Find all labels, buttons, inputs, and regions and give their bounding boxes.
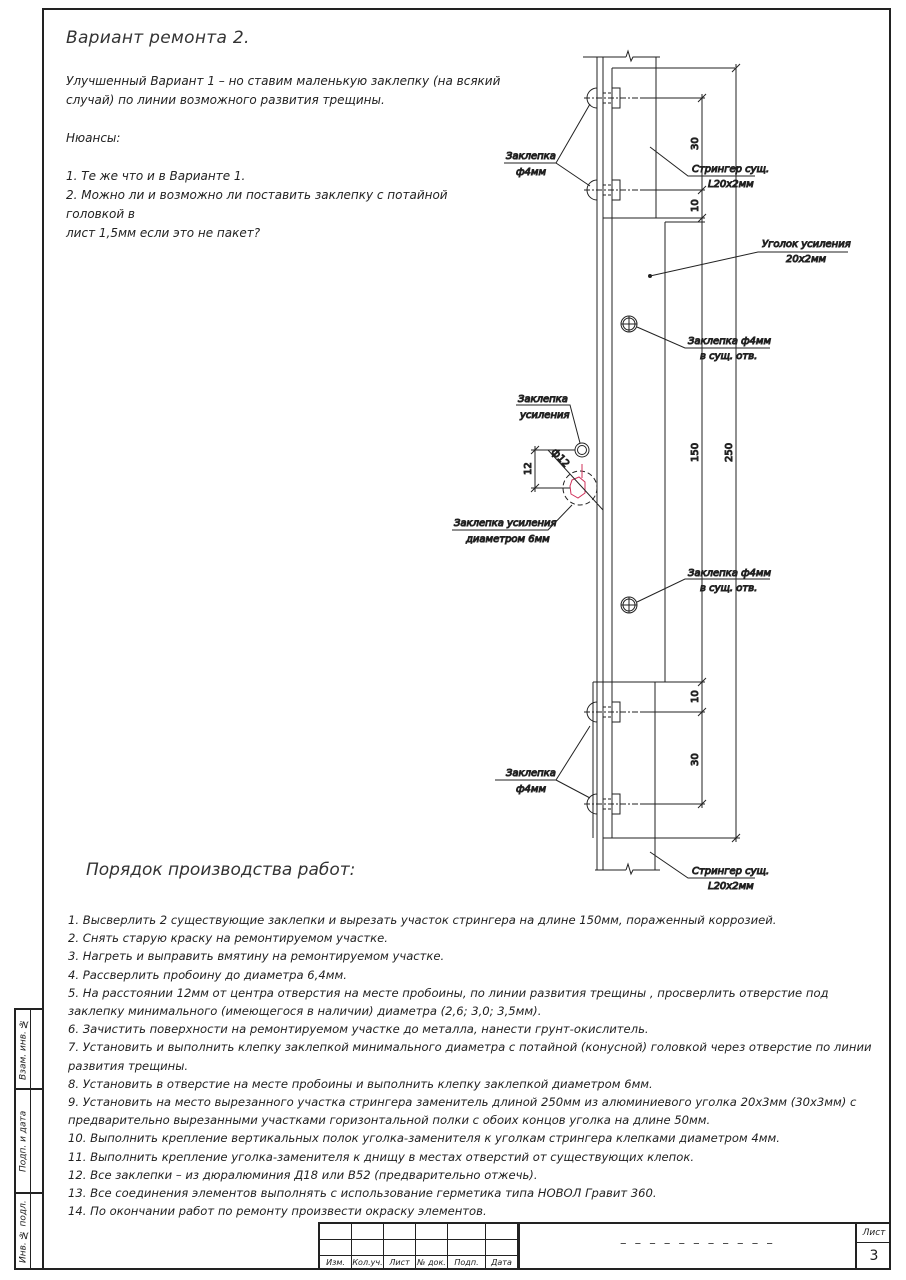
reinforcement-angle [611,218,705,838]
intro-block: Улучшенный Вариант 1 – но ставим маленьк… [66,72,506,243]
title-block: Изм. Кол.уч. Лист № док. Подп. Дата – – … [318,1222,891,1270]
works-item: 9. Установить на место вырезанного участ… [68,1095,857,1128]
label-rivet-existing-2-sub: в сущ. отв. [700,583,757,594]
label-stringer-top: Стрингер сущ. [692,164,769,175]
dim-total-250: 250 [724,443,735,462]
nuances-heading: Нюансы: [66,131,121,145]
sheet-field: Лист 3 [855,1222,891,1270]
works-item: 5. На расстоянии 12мм от центра отверсти… [68,985,829,1019]
works-list: 1. Высверлить 2 существующие заклепки и … [68,911,880,1220]
side-label-sign-date: Подп. и дата [18,1110,29,1172]
label-reinf-rivet-6-sub: диаметром 6мм [465,534,550,545]
col-header: Подп. [448,1256,486,1270]
designation-field: – – – – – – – – – – – [518,1222,855,1270]
side-cell: Подп. и дата [16,1090,44,1194]
label-reinf-rivet-sub: усиления [519,410,570,421]
col-header: Кол.уч. [352,1256,384,1270]
dim-mid-150: 150 [690,443,701,462]
rivet-existing-hole-2 [620,596,638,614]
stringer-upper [603,57,735,219]
page-title: Вариант ремонта 2. [66,28,250,48]
col-header: № док. [416,1256,448,1270]
break-line-top [583,49,660,63]
col-header: Дата [486,1256,518,1270]
label-reinf-rivet: Заклепка [518,394,568,405]
works-item: 6. Зачистить поверхности на ремонтируемо… [68,1022,649,1037]
works-item: 12. Все заклепки – из дюралюминия Д18 ил… [68,1167,538,1182]
works-item: 14. По окончании работ по ремонту произв… [68,1204,487,1219]
label-reinf-rivet-6: Заклепка усиления [454,518,557,529]
label-rivet-top: Заклепка [506,151,556,162]
rivet-side-view [584,87,640,109]
works-item: 3. Нагреть и выправить вмятину на ремонт… [68,949,445,964]
label-rivet-existing-2: Заклепка ф4мм [688,568,771,579]
works-title: Порядок производства работ: [86,860,356,880]
dim-top-30: 30 [690,137,701,150]
col-header: Лист [384,1256,416,1270]
stringer-lower [592,681,740,870]
sheet-label: Лист [857,1224,891,1243]
works-item: 2. Снять старую краску на ремонтируемом … [68,931,388,946]
works-item: 8. Установить в отверстие на месте пробо… [68,1076,653,1091]
side-stamp: Взам. инв. № Подп. и дата Инв. № подл. [14,1008,44,1270]
col-header: Изм. [320,1256,352,1270]
nuance-item: лист 1,5мм если это не пакет? [66,226,261,240]
dim-offset-12: 12 [523,462,534,475]
dim-bottom-10: 10 [690,690,701,703]
break-line-bottom [595,862,660,876]
rivet-side-view [584,701,640,723]
dimension-offset-12 [530,445,575,493]
nuance-item: 2. Можно ли и возможно ли поставить закл… [66,188,448,221]
label-rivet-bottom: Заклепка [506,768,556,779]
label-stringer-bottom: Стрингер сущ. [692,866,769,877]
label-angle: Уголок усиления [762,239,851,250]
rivet-existing-hole-1 [620,315,638,333]
label-rivet-bottom-dia: ф4мм [516,784,546,795]
sheet-number: 3 [869,1248,879,1264]
revision-grid: Изм. Кол.уч. Лист № док. Подп. Дата [318,1222,518,1270]
side-cell: Взам. инв. № [16,1010,44,1090]
works-item: 13. Все соединения элементов выполнять с… [68,1186,657,1201]
label-stringer-top-size: L20x2мм [708,179,754,190]
rivet-side-view [584,793,640,815]
repair-rivet-6mm [547,449,604,511]
dimension-lines [697,63,741,843]
side-label-replaced-inv: Взам. инв. № [18,1018,29,1080]
intro-line: Улучшенный Вариант 1 – но ставим маленьк… [66,74,501,88]
side-cell: Инв. № подл. [16,1194,44,1270]
rivet-side-view [584,179,640,201]
works-item: 4. Рассверлить пробоину до диаметра 6,4м… [68,967,347,982]
dim-bottom-30: 30 [690,753,701,766]
works-item: 11. Выполнить крепление уголка-заменител… [68,1149,695,1164]
intro-line: случай) по линии возможного развития тре… [66,93,385,107]
dim-top-10: 10 [690,199,701,212]
label-rivet-existing-1-sub: в сущ. отв. [700,351,757,362]
label-rivet-existing-1: Заклепка ф4мм [688,336,771,347]
nuance-item: 1. Те же что и в Варианте 1. [66,169,246,183]
side-label-inv-original: Инв. № подл. [18,1200,29,1264]
designation: – – – – – – – – – – – [620,1236,775,1251]
works-item: 1. Высверлить 2 существующие заклепки и … [68,913,777,927]
works-item: 10. Выполнить крепление вертикальных пол… [68,1131,780,1146]
reinforcement-rivet-small [574,442,590,458]
leader-lines [452,103,848,879]
label-stringer-bottom-size: L20x2мм [708,881,754,892]
works-item: 7. Установить и выполнить клепку заклепк… [68,1040,872,1073]
label-rivet-top-dia: ф4мм [516,167,546,178]
label-angle-size: 20x2мм [786,254,827,265]
